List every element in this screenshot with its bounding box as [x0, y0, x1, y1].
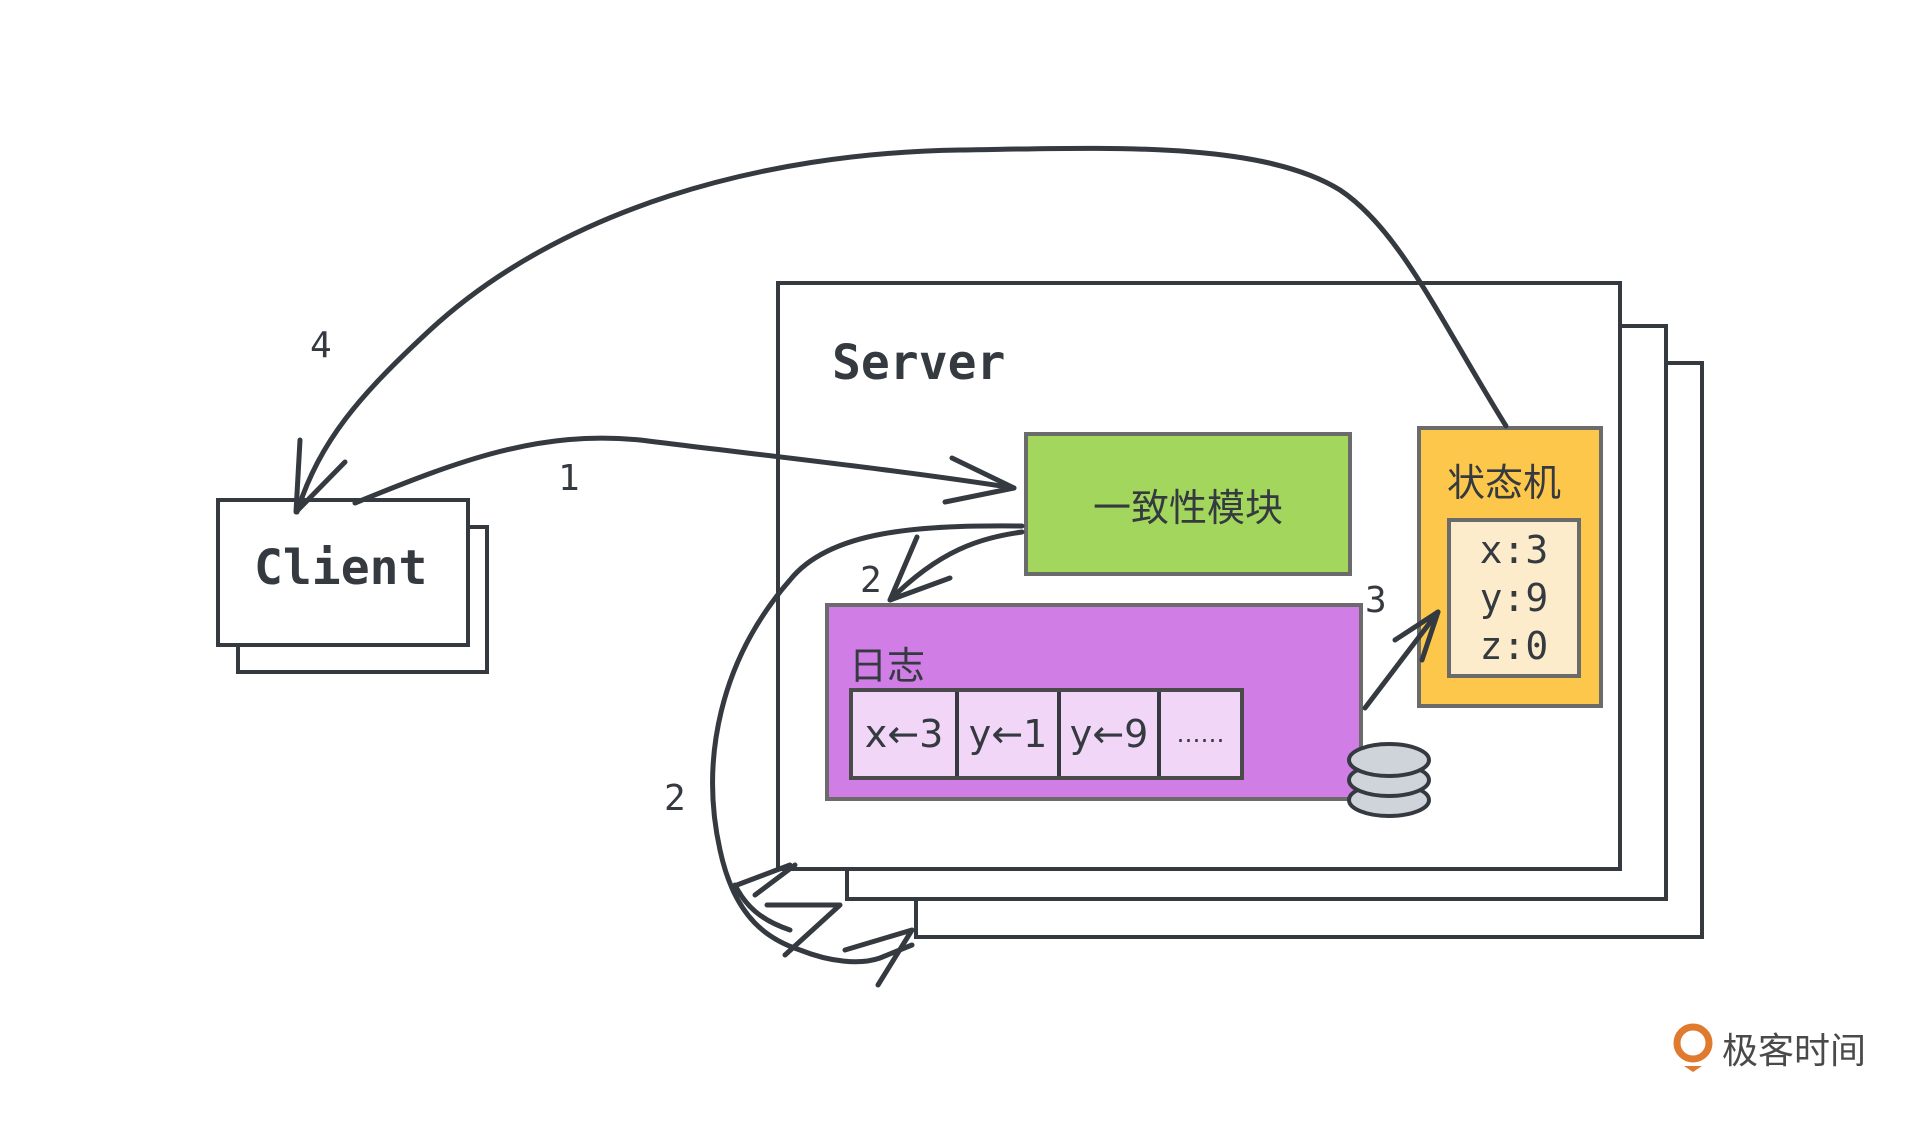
arrowhead-step-2-replicate-a — [732, 862, 798, 933]
arrow-step-2-replicate — [710, 523, 1025, 965]
client-box: Client — [216, 498, 470, 647]
state-value: z:0 — [1479, 624, 1549, 668]
step-label-4: 4 — [310, 325, 332, 366]
arrowhead-step-1 — [942, 455, 1017, 505]
step-label-2-local: 2 — [860, 560, 882, 601]
arrow-step-2-local — [887, 529, 1025, 603]
log-entry: …… — [1176, 720, 1225, 748]
arrowhead-step-2-local — [887, 534, 953, 603]
state-machine-label: 状态机 — [1447, 461, 1562, 505]
state-value: x:3 — [1479, 528, 1549, 572]
arrow-step-3 — [1362, 609, 1441, 711]
step-label-2-replicate: 2 — [664, 778, 686, 819]
arrow-step-4 — [294, 145, 1509, 515]
arrowhead-step-4 — [293, 437, 348, 515]
arrowhead-step-3 — [1392, 609, 1441, 663]
step-label-1: 1 — [558, 458, 580, 499]
geektime-logo-icon — [1673, 1023, 1713, 1072]
consensus-module: 一致性模块 — [1024, 432, 1352, 576]
log-entry: x←3 — [853, 692, 959, 776]
arrow-step-1 — [352, 435, 1017, 506]
watermark: 极客时间 — [1672, 1022, 1866, 1074]
state-values: x:3 y:9 z:0 — [1447, 518, 1581, 678]
disk-icon — [1347, 742, 1431, 818]
step-label-3: 3 — [1365, 580, 1387, 621]
log-label: 日志 — [849, 644, 926, 688]
log-entries: x←3 y←1 y←9 …… — [849, 688, 1244, 780]
watermark-text: 极客时间 — [1722, 1031, 1867, 1072]
arrowhead-step-2-replicate-b — [764, 902, 843, 958]
consensus-label: 一致性模块 — [1092, 485, 1283, 530]
server-label: Server — [832, 335, 1006, 391]
log-entry: y←1 — [959, 692, 1061, 776]
log-entry: y←9 — [1061, 692, 1161, 776]
client-label: Client — [254, 540, 428, 596]
state-machine: 状态机 x:3 y:9 z:0 — [1417, 426, 1603, 708]
arrowhead-step-2-replicate-c — [842, 927, 915, 988]
log-box: 日志 x←3 y←1 y←9 …… — [825, 603, 1363, 801]
state-value: y:9 — [1479, 576, 1549, 620]
